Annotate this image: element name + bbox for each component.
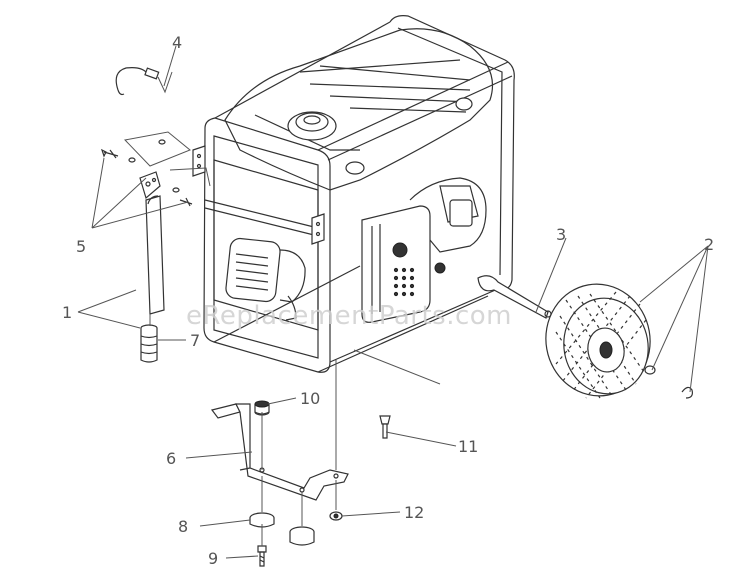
callout-labels: 4 5 1 7 3 2 10 6 11 8 12 9 <box>62 33 714 568</box>
callout-6: 6 <box>166 449 176 468</box>
item-5-hardware <box>100 131 211 207</box>
item-12-nut <box>329 511 343 521</box>
callout-9: 9 <box>208 549 218 568</box>
callout-2: 2 <box>704 235 714 254</box>
item-8-feet <box>249 512 315 546</box>
callout-5: 5 <box>76 237 86 256</box>
callout-leaders <box>77 45 709 559</box>
item-9-screw <box>257 545 267 567</box>
engine <box>361 177 487 323</box>
fuel-tank <box>224 28 494 191</box>
callout-1: 1 <box>62 303 72 322</box>
generator-frame <box>203 15 515 373</box>
item-4-cord <box>115 67 173 96</box>
alternator <box>213 159 319 331</box>
item-1-leg <box>145 195 165 315</box>
item-6-bracket <box>210 403 349 501</box>
watermark: eReplacementParts.com <box>186 301 512 331</box>
callout-3: 3 <box>556 225 566 244</box>
callout-10: 10 <box>300 389 320 408</box>
callout-11: 11 <box>458 437 478 456</box>
item-2-wheel <box>545 283 693 399</box>
callout-7: 7 <box>190 331 200 350</box>
callout-4: 4 <box>172 33 182 52</box>
callout-8: 8 <box>178 517 188 536</box>
callout-12: 12 <box>404 503 424 522</box>
item-11-bolt <box>379 415 391 439</box>
assembly-guides <box>149 314 441 546</box>
item-7-leg-cap <box>140 324 158 363</box>
